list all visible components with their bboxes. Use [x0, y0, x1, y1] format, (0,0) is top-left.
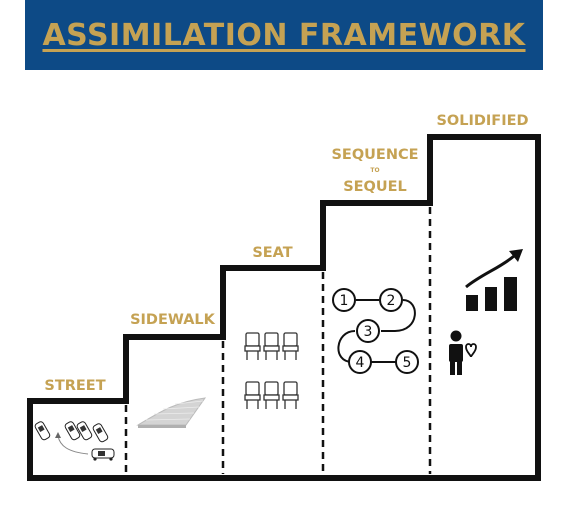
parking-cars-icon [34, 421, 115, 461]
step-label-street: STREET [44, 378, 106, 394]
chairs-icon [244, 332, 299, 409]
sequence-number-5: 5 [403, 355, 412, 371]
step-label-to: TO [370, 167, 380, 174]
growth-chart-icon [465, 249, 523, 311]
step-label-sequel: SEQUEL [343, 179, 407, 195]
step-label-sidewalk: SIDEWALK [130, 312, 215, 328]
sequence-number-2: 2 [387, 293, 396, 309]
sequence-number-1: 1 [340, 293, 349, 309]
sidewalk-icon [136, 397, 207, 428]
numbered-path-icon: 1 2 3 4 5 [332, 288, 419, 374]
person-with-heart-icon [449, 330, 477, 375]
step-label-sequence: SEQUENCE [331, 147, 419, 163]
sequence-number-4: 4 [356, 355, 365, 371]
staircase-outline [27, 134, 541, 481]
step-label-seat: SEAT [252, 245, 293, 261]
step-label-solidified: SOLIDIFIED [436, 113, 529, 129]
step-dividers [124, 207, 432, 474]
title-banner: ASSIMILATION FRAMEWORK [25, 0, 543, 70]
page-title: ASSIMILATION FRAMEWORK [42, 17, 526, 53]
sequence-number-3: 3 [364, 324, 373, 340]
